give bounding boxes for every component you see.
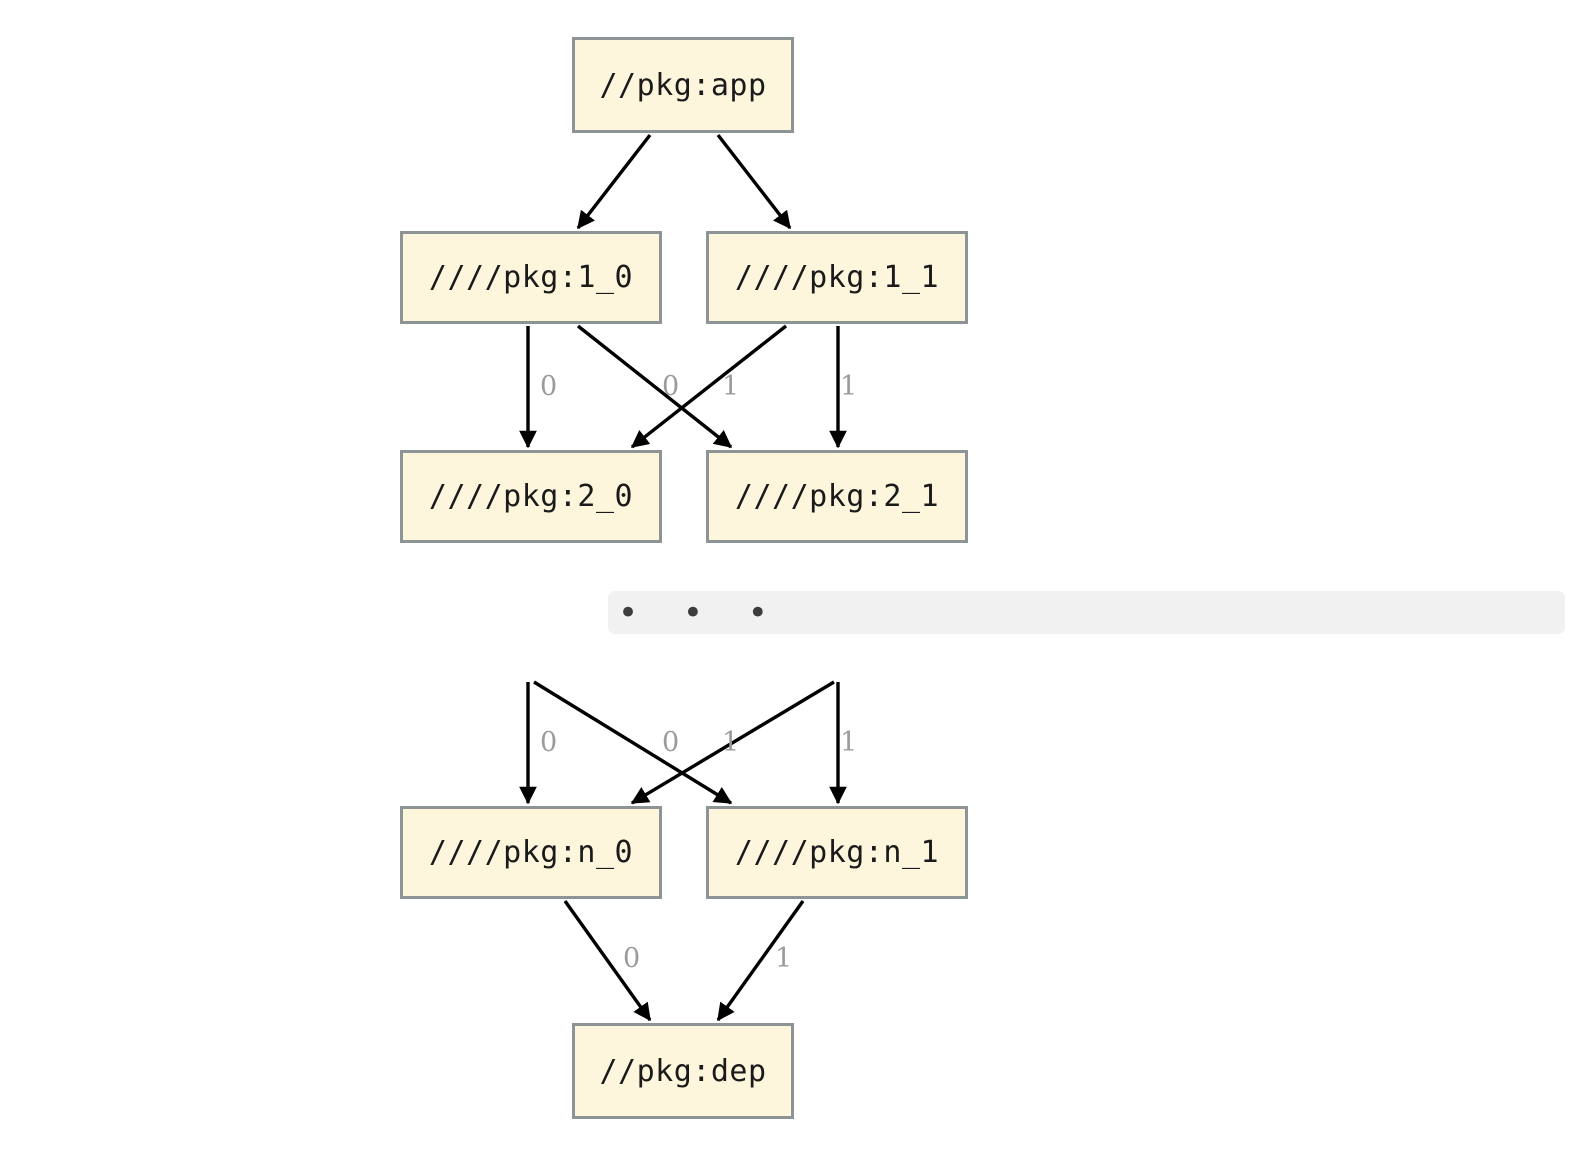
edge-label-e-1_1-2_1: 1 xyxy=(840,371,858,402)
graph-node-label: ////pkg:n_0 xyxy=(428,835,634,870)
graph-edge-e-app-1_0 xyxy=(576,133,652,230)
edge-label-e-1_0-2_1: 0 xyxy=(662,371,680,402)
edge-label-e-dots-n_1: 0 xyxy=(662,727,680,758)
graph-node-label: ////pkg:1_1 xyxy=(734,260,940,295)
graph-node-nn_1[interactable]: ////pkg:n_1 xyxy=(706,806,968,899)
graph-node-label: ////pkg:2_1 xyxy=(734,479,940,514)
graph-edge-e-1_0-2_1 xyxy=(576,324,733,449)
graph-node-n2_1[interactable]: ////pkg:2_1 xyxy=(706,450,968,543)
graph-node-app[interactable]: //pkg:app xyxy=(572,37,794,133)
graph-edge-e-dots-n_1 xyxy=(533,680,733,805)
graph-node-n1_1[interactable]: ////pkg:1_1 xyxy=(706,231,968,324)
graph-node-label: //pkg:app xyxy=(599,67,767,103)
graph-node-label: ////pkg:n_1 xyxy=(734,835,940,870)
edge-label-e-1_1-2_0: 1 xyxy=(722,371,740,402)
graph-node-label: //pkg:dep xyxy=(599,1053,767,1089)
graph-node-label: ////pkg:1_0 xyxy=(428,260,634,295)
ellipsis-dots: • • • xyxy=(618,593,785,633)
graph-node-dep[interactable]: //pkg:dep xyxy=(572,1023,794,1119)
edge-label-e-dots-n_0b: 1 xyxy=(722,727,740,758)
edge-label-e-1_0-2_0: 0 xyxy=(540,371,558,402)
graph-node-n1_0[interactable]: ////pkg:1_0 xyxy=(400,231,662,324)
edge-label-e-n_0-dep: 0 xyxy=(623,943,641,974)
edge-label-e-dots-n_1b: 1 xyxy=(840,727,858,758)
ellipsis-separator-band: • • • xyxy=(608,591,1565,634)
graph-node-label: ////pkg:2_0 xyxy=(428,479,634,514)
graph-edge-e-app-1_1 xyxy=(716,133,792,230)
graph-node-nn_0[interactable]: ////pkg:n_0 xyxy=(400,806,662,899)
graph-node-n2_0[interactable]: ////pkg:2_0 xyxy=(400,450,662,543)
graph-edge-e-1_1-2_0 xyxy=(630,324,788,449)
edge-label-e-dots-n_0: 0 xyxy=(540,727,558,758)
edge-label-e-n_1-dep: 1 xyxy=(775,943,793,974)
